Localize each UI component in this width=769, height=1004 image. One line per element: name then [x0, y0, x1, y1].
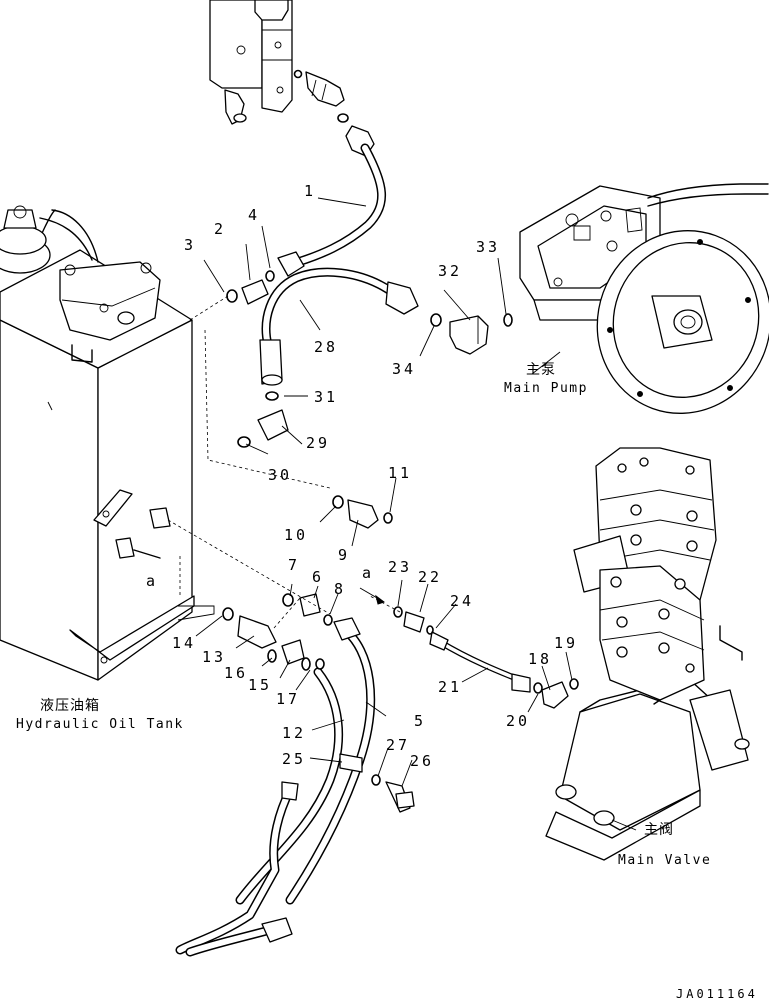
- part-number-1: 1: [304, 182, 316, 200]
- main-valve-ports: [610, 457, 698, 673]
- part-number-11: 11: [388, 464, 412, 482]
- part-number-7: 7: [288, 556, 300, 574]
- part-number-14: 14: [172, 634, 196, 652]
- hose-lower: [175, 781, 299, 957]
- line-21: [393, 606, 579, 709]
- part-number-29: 29: [306, 434, 330, 452]
- main-valve-label-en: Main Valve: [618, 853, 711, 868]
- hose-28: [259, 267, 419, 386]
- main-valve-label-cn: 主阀: [644, 822, 674, 838]
- part-number-22: 22: [418, 568, 442, 586]
- hydraulic-oil-tank-label-cn: 液压油箱: [40, 698, 100, 714]
- hose-12: [235, 667, 344, 905]
- main-pump-label-en: Main Pump: [504, 381, 588, 396]
- bolt-26-27: [371, 774, 415, 813]
- hydraulic-oil-tank-label-en: Hydraulic Oil Tank: [16, 717, 184, 732]
- part-number-27: 27: [386, 736, 410, 754]
- part-number-5: 5: [414, 712, 426, 730]
- fittings-9-10-11: [332, 495, 393, 529]
- part-number-18: 18: [528, 650, 552, 668]
- fittings-29-30-31: [237, 391, 289, 448]
- part-number-15: 15: [248, 676, 272, 694]
- part-number-19: 19: [554, 634, 578, 652]
- part-number-4: 4: [248, 206, 260, 224]
- part-number-10: 10: [284, 526, 308, 544]
- part-number-9: 9: [338, 546, 350, 564]
- drawing-code: JA011164: [676, 987, 758, 1001]
- part-number-2: 2: [214, 220, 226, 238]
- detail-marker-a-right: a: [362, 564, 374, 582]
- part-number-30: 30: [268, 466, 292, 484]
- top-valve-block: [209, 0, 375, 157]
- clamp-25: [339, 753, 363, 773]
- part-number-labels: 1 2 3 4 5 6 7 8 9 10 11 12 13 14 15 16 1…: [172, 182, 578, 770]
- part-number-33: 33: [476, 238, 500, 256]
- part-number-17: 17: [276, 690, 300, 708]
- detail-marker-a-left: a: [146, 572, 158, 590]
- part-number-3: 3: [184, 236, 196, 254]
- leader-lines: [195, 197, 637, 831]
- part-number-13: 13: [202, 648, 226, 666]
- detail-markers: a a: [146, 564, 386, 605]
- main-pump: [519, 183, 769, 414]
- main-valve: [545, 447, 750, 861]
- hose-1: [277, 143, 386, 277]
- part-number-24: 24: [450, 592, 474, 610]
- part-number-34: 34: [392, 360, 416, 378]
- hydraulic-oil-tank: [0, 205, 215, 681]
- dashed-guides: [167, 295, 401, 629]
- part-number-21: 21: [438, 678, 462, 696]
- small-fittings: [222, 593, 361, 671]
- part-number-31: 31: [314, 388, 338, 406]
- pump-fittings: [430, 313, 513, 355]
- part-number-25: 25: [282, 750, 306, 768]
- main-pump-label-cn: 主泵: [526, 362, 556, 378]
- part-number-6: 6: [312, 568, 324, 586]
- part-number-8: 8: [334, 580, 346, 598]
- component-labels: 主泵 Main Pump 液压油箱 Hydraulic Oil Tank 主阀 …: [16, 362, 711, 868]
- bracket-left: [93, 489, 171, 559]
- fittings-2-3-4: [226, 270, 275, 305]
- part-number-28: 28: [314, 338, 338, 356]
- part-number-32: 32: [438, 262, 462, 280]
- part-number-16: 16: [224, 664, 248, 682]
- part-number-23: 23: [388, 558, 412, 576]
- part-number-12: 12: [282, 724, 306, 742]
- part-number-20: 20: [506, 712, 530, 730]
- part-number-26: 26: [410, 752, 434, 770]
